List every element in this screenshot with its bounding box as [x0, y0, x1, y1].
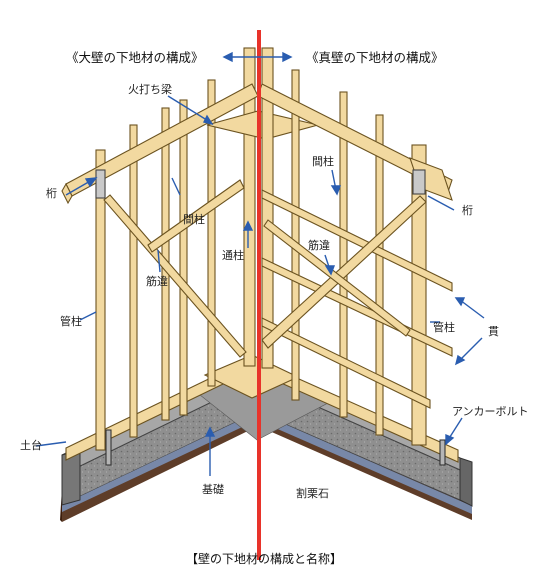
label-dodai: 土台	[20, 439, 42, 452]
header-shinkabe: 《真壁の下地材の構成》	[306, 50, 444, 65]
label-mabashira-right: 間柱	[312, 155, 334, 168]
label-hiuchi-bari: 火打ち梁	[128, 83, 172, 96]
label-sujikai-right: 筋違	[308, 239, 330, 252]
header-okabe: 《大壁の下地材の構成》	[66, 50, 204, 65]
right-wall-frame	[105, 47, 453, 466]
label-kudabashira-left: 管柱	[60, 315, 82, 328]
left-wall-frame	[61, 47, 319, 451]
sill-plates	[65, 354, 459, 463]
label-kudabashira-right: 管柱	[433, 321, 455, 334]
label-keta-left: 桁	[46, 187, 57, 200]
label-sujikai-left: 筋違	[146, 275, 168, 288]
arrows	[35, 51, 485, 476]
label-mabashira-left: 間柱	[183, 213, 205, 226]
label-keta-right: 桁	[462, 204, 473, 217]
label-anchor-bolt: アンカーボルト	[452, 405, 529, 418]
label-nuki: 貫	[488, 325, 499, 338]
label-warikuriishi: 割栗石	[296, 487, 329, 500]
label-toshibashira: 通柱	[222, 249, 244, 262]
figure-caption: 【壁の下地材の構成と名称】	[186, 552, 343, 566]
label-kiso: 基礎	[202, 483, 224, 496]
